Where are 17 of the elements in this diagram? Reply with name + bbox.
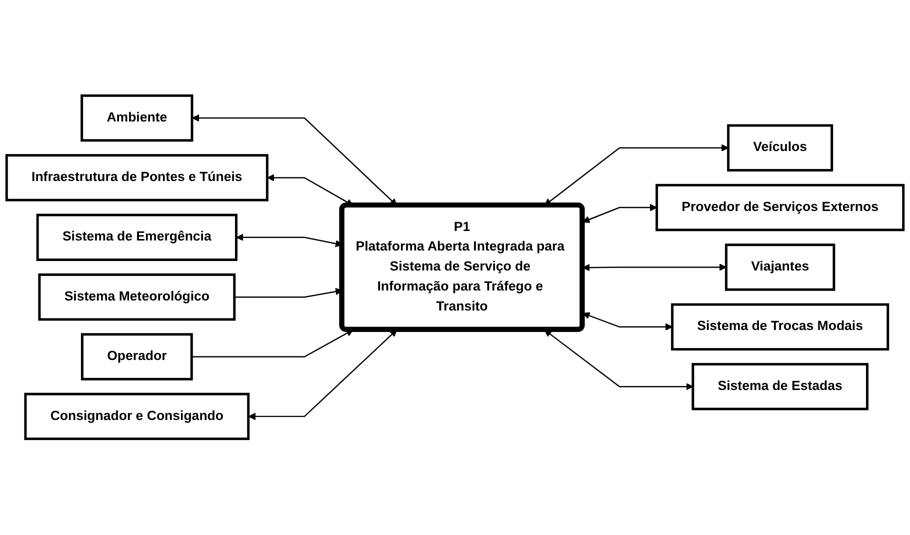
node-box: Sistema de Emergência [36,214,238,262]
node-box: Provedor de Serviços Externos [656,184,905,232]
arrow [582,204,658,224]
arrow [582,312,673,331]
arrow [582,264,727,272]
node-box: Sistema de Trocas Modais [671,304,890,351]
node-box: Ambiente [80,94,194,142]
node-box: Sistema Meteorológico [38,274,236,321]
node-box: Infraestrutura de Pontes e Túneis [5,154,268,202]
node-box: Consignador e Consigando [24,393,250,440]
node-box: Viajantes [724,244,836,292]
node-box: Operador [80,333,193,381]
node-box: Sistema de Estadas [692,363,868,410]
node-box: Veículos [727,124,834,172]
arrow [192,330,354,358]
arrow [248,330,398,420]
arrow [544,330,694,390]
